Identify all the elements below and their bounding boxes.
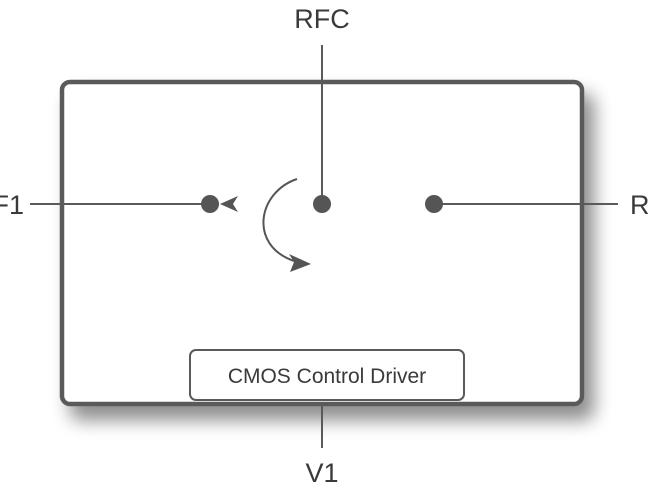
rfc-label: RFC xyxy=(294,4,350,34)
switch-arrow-head xyxy=(220,196,238,212)
rotation-arrow xyxy=(262,178,298,262)
rfc-node xyxy=(313,195,331,213)
rf1-node xyxy=(201,195,219,213)
cmos-driver-label: CMOS Control Driver xyxy=(228,365,426,388)
rf2-label: R xyxy=(630,190,650,220)
rotation-arrow-head xyxy=(289,254,311,272)
rf1-label: F1 xyxy=(0,190,24,220)
v1-label: V1 xyxy=(305,458,338,488)
cmos-driver-box xyxy=(189,349,465,401)
rf2-node xyxy=(425,195,443,213)
